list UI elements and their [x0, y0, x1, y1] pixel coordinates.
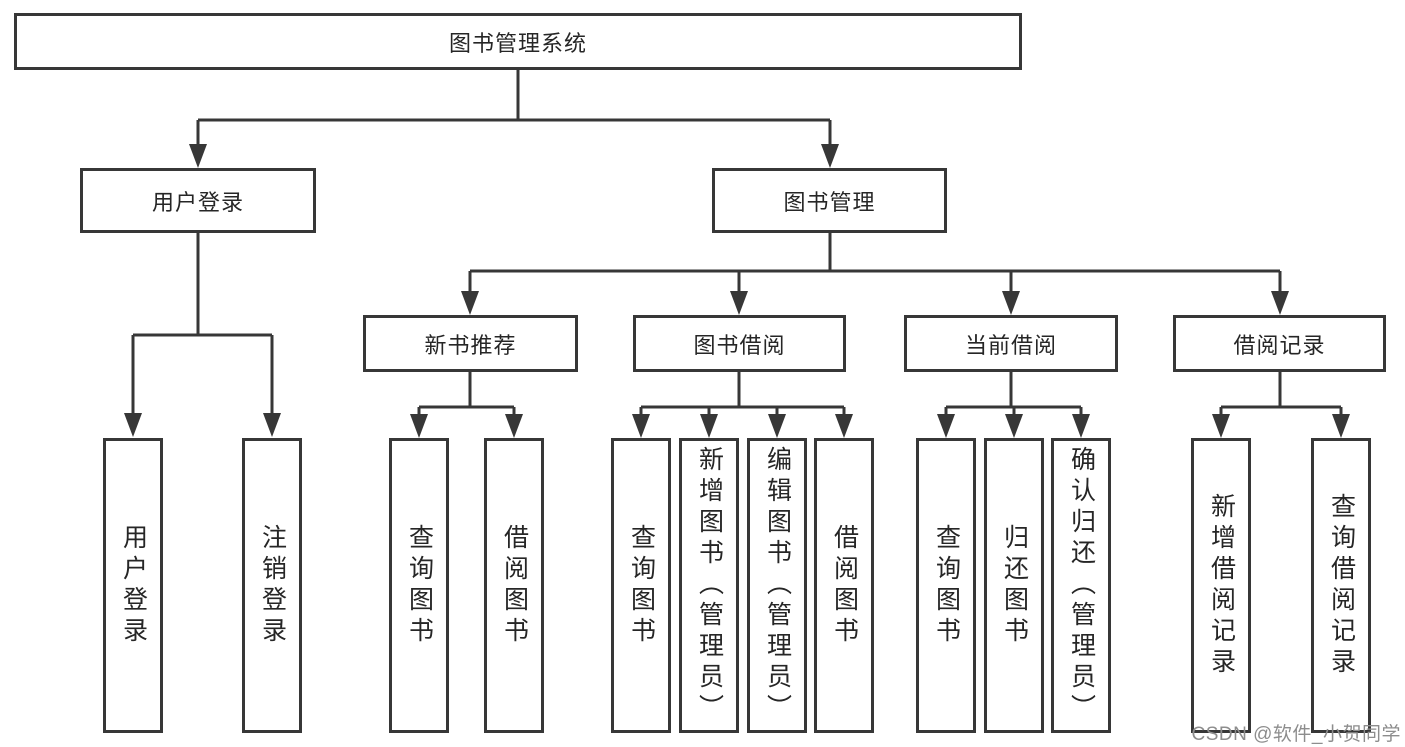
leaf-newbook-borrow-books: 借阅图书 — [484, 438, 544, 733]
leaf-newbook-query-books-label: 查询图书 — [405, 523, 434, 648]
leaf-user-login: 用户登录 — [103, 438, 163, 733]
leaf-current-return-books-label: 归还图书 — [1000, 523, 1029, 648]
leaf-borrow-borrow-books-label: 借阅图书 — [830, 523, 859, 648]
node-borrow-record-label: 借阅记录 — [1233, 332, 1326, 358]
leaf-current-confirm-return-admin-label: 确认归还（管理员） — [1067, 446, 1096, 725]
leaf-borrow-query-books-label: 查询图书 — [627, 523, 656, 648]
node-new-book-recommend: 新书推荐 — [363, 315, 578, 372]
node-book-borrow-label: 图书借阅 — [693, 332, 786, 358]
leaf-current-return-books: 归还图书 — [984, 438, 1044, 733]
node-new-book-recommend-label: 新书推荐 — [424, 332, 517, 358]
node-root-label: 图书管理系统 — [448, 30, 587, 56]
leaf-record-add-record: 新增借阅记录 — [1191, 438, 1251, 733]
leaf-newbook-query-books: 查询图书 — [389, 438, 449, 733]
connector-bookmgmt-to-level3 — [461, 233, 1289, 315]
leaf-user-login-label: 用户登录 — [119, 523, 148, 648]
leaf-borrow-add-books-admin-label: 新增图书（管理员） — [695, 446, 724, 725]
node-borrow-record: 借阅记录 — [1173, 315, 1386, 372]
leaf-record-query-record-label: 查询借阅记录 — [1327, 492, 1356, 679]
node-current-borrow-label: 当前借阅 — [964, 332, 1057, 358]
node-book-management-label: 图书管理 — [783, 189, 876, 215]
connector-currentborrow-to-leaves — [937, 372, 1090, 438]
node-user-login-label: 用户登录 — [151, 189, 244, 215]
connector-borrowrecord-to-leaves — [1212, 372, 1350, 438]
leaf-record-add-record-label: 新增借阅记录 — [1207, 492, 1236, 679]
leaf-borrow-edit-books-admin-label: 编辑图书（管理员） — [763, 446, 792, 725]
node-user-login: 用户登录 — [80, 168, 316, 233]
node-book-management: 图书管理 — [712, 168, 947, 233]
leaf-borrow-add-books-admin: 新增图书（管理员） — [679, 438, 739, 733]
leaf-current-query-books: 查询图书 — [916, 438, 976, 733]
connector-root-to-level2 — [189, 70, 839, 168]
leaf-newbook-borrow-books-label: 借阅图书 — [500, 523, 529, 648]
node-current-borrow: 当前借阅 — [904, 315, 1118, 372]
connector-bookborrow-to-leaves — [632, 372, 853, 438]
leaf-current-confirm-return-admin: 确认归还（管理员） — [1051, 438, 1111, 733]
leaf-borrow-borrow-books: 借阅图书 — [814, 438, 874, 733]
connector-newbook-to-leaves — [410, 372, 523, 438]
leaf-current-query-books-label: 查询图书 — [932, 523, 961, 648]
leaf-borrow-edit-books-admin: 编辑图书（管理员） — [747, 438, 807, 733]
leaf-record-query-record: 查询借阅记录 — [1311, 438, 1371, 733]
node-book-borrow: 图书借阅 — [633, 315, 846, 372]
leaf-logout-label: 注销登录 — [258, 523, 287, 648]
leaf-borrow-query-books: 查询图书 — [611, 438, 671, 733]
node-root: 图书管理系统 — [14, 13, 1022, 70]
csdn-watermark: CSDN @软件_小贺同学 — [1191, 724, 1401, 745]
connector-userlogin-to-leaves — [124, 233, 281, 437]
leaf-logout: 注销登录 — [242, 438, 302, 733]
